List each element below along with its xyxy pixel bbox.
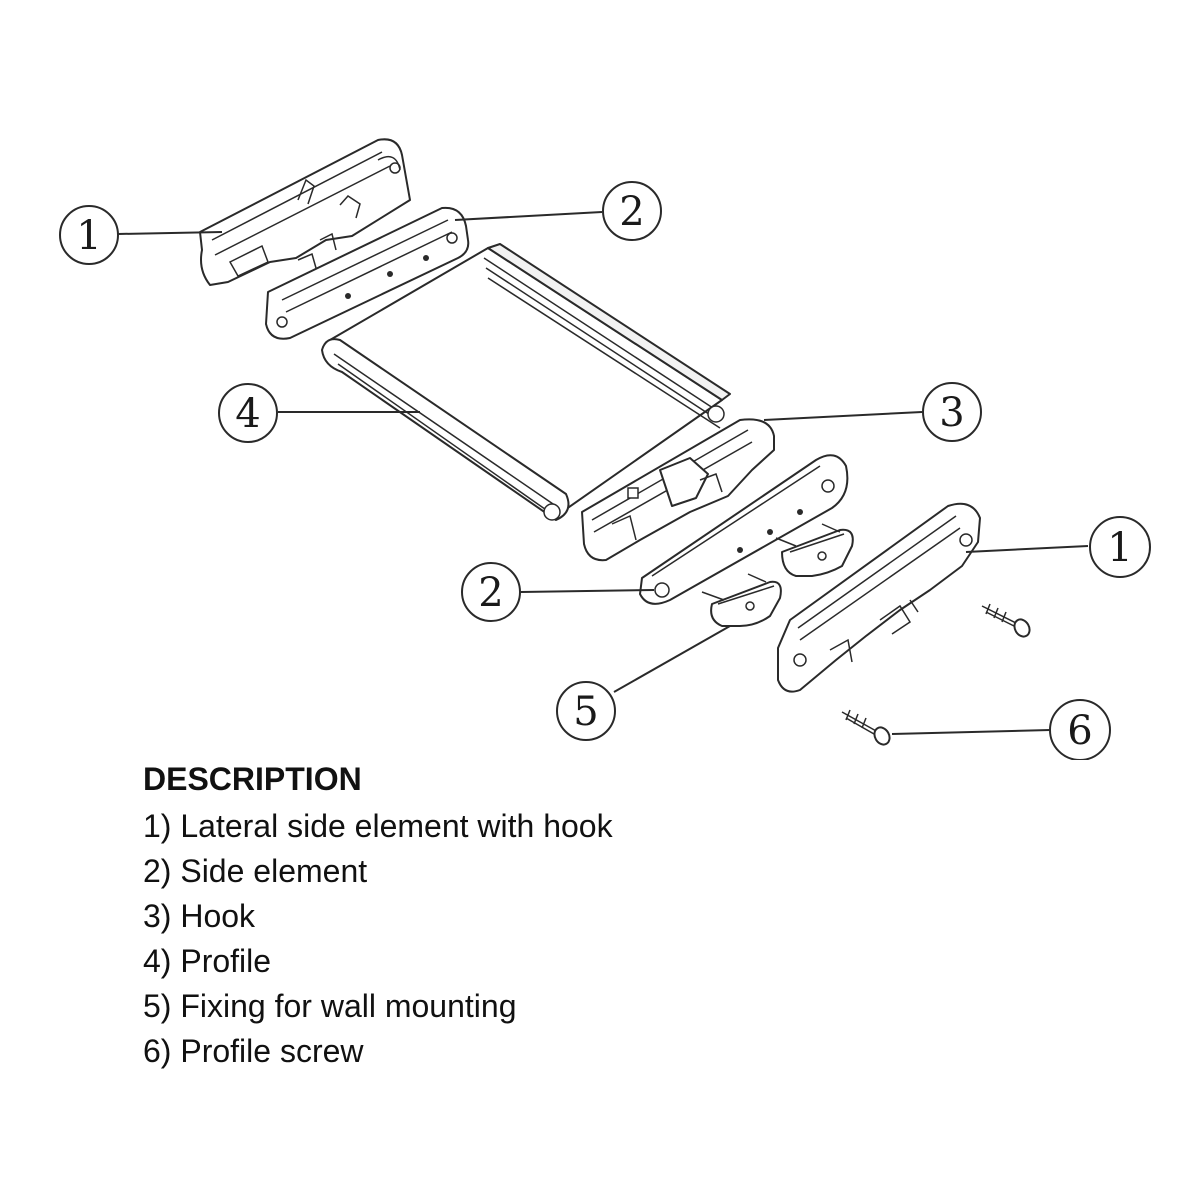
wall-fixing-upper <box>775 523 854 577</box>
side-element-top <box>265 206 470 340</box>
screw-upper <box>981 603 1031 638</box>
profile <box>321 243 731 521</box>
callout-2-top: 2 <box>602 181 662 241</box>
exploded-view-drawing: 1 2 4 3 1 2 5 6 <box>59 138 1151 760</box>
legend-item: 3) Hook <box>143 898 256 934</box>
side-element-bottom <box>639 454 849 605</box>
svg-text:2: 2 <box>619 189 644 235</box>
wall-fixing-lower <box>701 573 782 627</box>
legend-item: 1) Lateral side element with hook <box>143 808 613 844</box>
callout-1-right: 1 <box>1089 516 1151 578</box>
svg-text:1: 1 <box>1107 525 1132 571</box>
legend-title: DESCRIPTION <box>143 761 362 797</box>
svg-text:6: 6 <box>1067 708 1092 754</box>
legend-item: 5) Fixing for wall mounting <box>143 988 517 1024</box>
description-legend: DESCRIPTION 1) Lateral side element with… <box>143 760 1043 1074</box>
hook <box>581 418 775 562</box>
callout-5: 5 <box>556 681 616 741</box>
lateral-side-element-right <box>777 502 981 693</box>
callout-6: 6 <box>1049 699 1111 760</box>
legend-item: 2) Side element <box>143 853 368 889</box>
svg-text:1: 1 <box>76 213 101 259</box>
lateral-side-element-top-left <box>199 138 411 286</box>
callout-2-middle: 2 <box>461 562 521 622</box>
callout-3: 3 <box>922 382 982 442</box>
legend-item: 4) Profile <box>143 943 272 979</box>
legend-item: 6) Profile screw <box>143 1033 364 1069</box>
svg-text:3: 3 <box>939 390 964 436</box>
screw-lower <box>841 709 891 746</box>
leader-lines <box>117 211 1089 735</box>
svg-text:5: 5 <box>573 689 598 735</box>
svg-text:4: 4 <box>235 391 260 437</box>
svg-text:2: 2 <box>478 570 503 616</box>
callout-1-top-left: 1 <box>59 205 119 265</box>
callout-4: 4 <box>218 383 278 443</box>
